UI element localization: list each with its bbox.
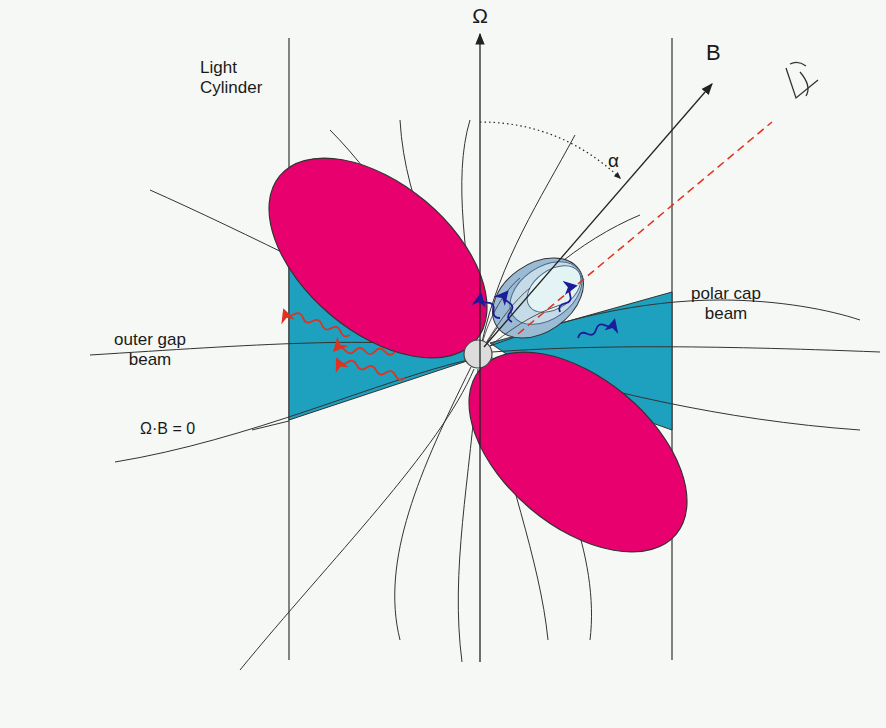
label-box: Light Cylinder — [200, 58, 286, 97]
outer-gap-photons — [283, 308, 406, 381]
region-label: outer gap beam — [102, 330, 198, 369]
label-box: outer gap beam — [102, 330, 198, 369]
alpha-arc — [480, 122, 620, 178]
polar-cap-photons — [478, 285, 615, 341]
axis-label: α — [608, 150, 634, 172]
observer-eye — [786, 62, 818, 98]
region-label: Light Cylinder — [200, 58, 286, 97]
label-box: polar cap beam — [678, 284, 774, 323]
axis-label: B — [706, 40, 736, 65]
label-box: Ω — [465, 4, 495, 28]
axis-label: Ω — [465, 4, 495, 28]
field-lines — [90, 120, 880, 670]
leader-line — [252, 421, 289, 430]
region-label: Ω·B = 0 — [140, 420, 260, 438]
emission-lobe — [432, 313, 723, 591]
label-box: Ω·B = 0 — [140, 420, 260, 438]
region-label: polar cap beam — [678, 284, 774, 323]
rotation-axis — [479, 34, 480, 662]
polar-cap — [478, 241, 599, 354]
label-box: B — [706, 40, 736, 65]
label-box: α — [608, 150, 634, 172]
magnetic-axis — [484, 84, 712, 347]
neutron-star — [464, 340, 492, 368]
